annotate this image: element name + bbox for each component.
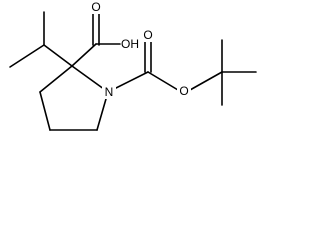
atom-label-ring-n: N xyxy=(105,85,114,99)
atom-label-bg-carbamate-o-double xyxy=(141,29,155,42)
bond-ipr-ch-to-me-left xyxy=(9,44,45,68)
atom-label-bg-ring-n xyxy=(102,85,116,99)
atom-label-bg-carbamate-o-single xyxy=(177,84,191,98)
atom-label-carbamate-o-double: O xyxy=(143,28,152,42)
atom-label-bg-carboxyl-o xyxy=(89,1,103,14)
bond-ipr-ch-to-c2 xyxy=(43,44,73,67)
atom-label-carboxyl-oh: OH xyxy=(121,37,139,51)
bond-c4-to-c3 xyxy=(39,91,51,131)
bond-c2-to-cooh-carbon xyxy=(71,43,97,67)
bond-carbamate-c-to-ester-o xyxy=(147,71,179,91)
bond-n-to-carbamate-c xyxy=(111,71,149,91)
bond-ester-o-to-tbu-c xyxy=(189,71,223,91)
structure-diagram: OH O N O O xyxy=(9,0,257,131)
atom-label-carbamate-o-single: O xyxy=(179,84,188,98)
bond-c3-to-c2 xyxy=(39,65,73,93)
atom-label-carboxyl-o: O xyxy=(91,0,100,14)
molecule-drawing: OH O N O O xyxy=(9,0,257,131)
